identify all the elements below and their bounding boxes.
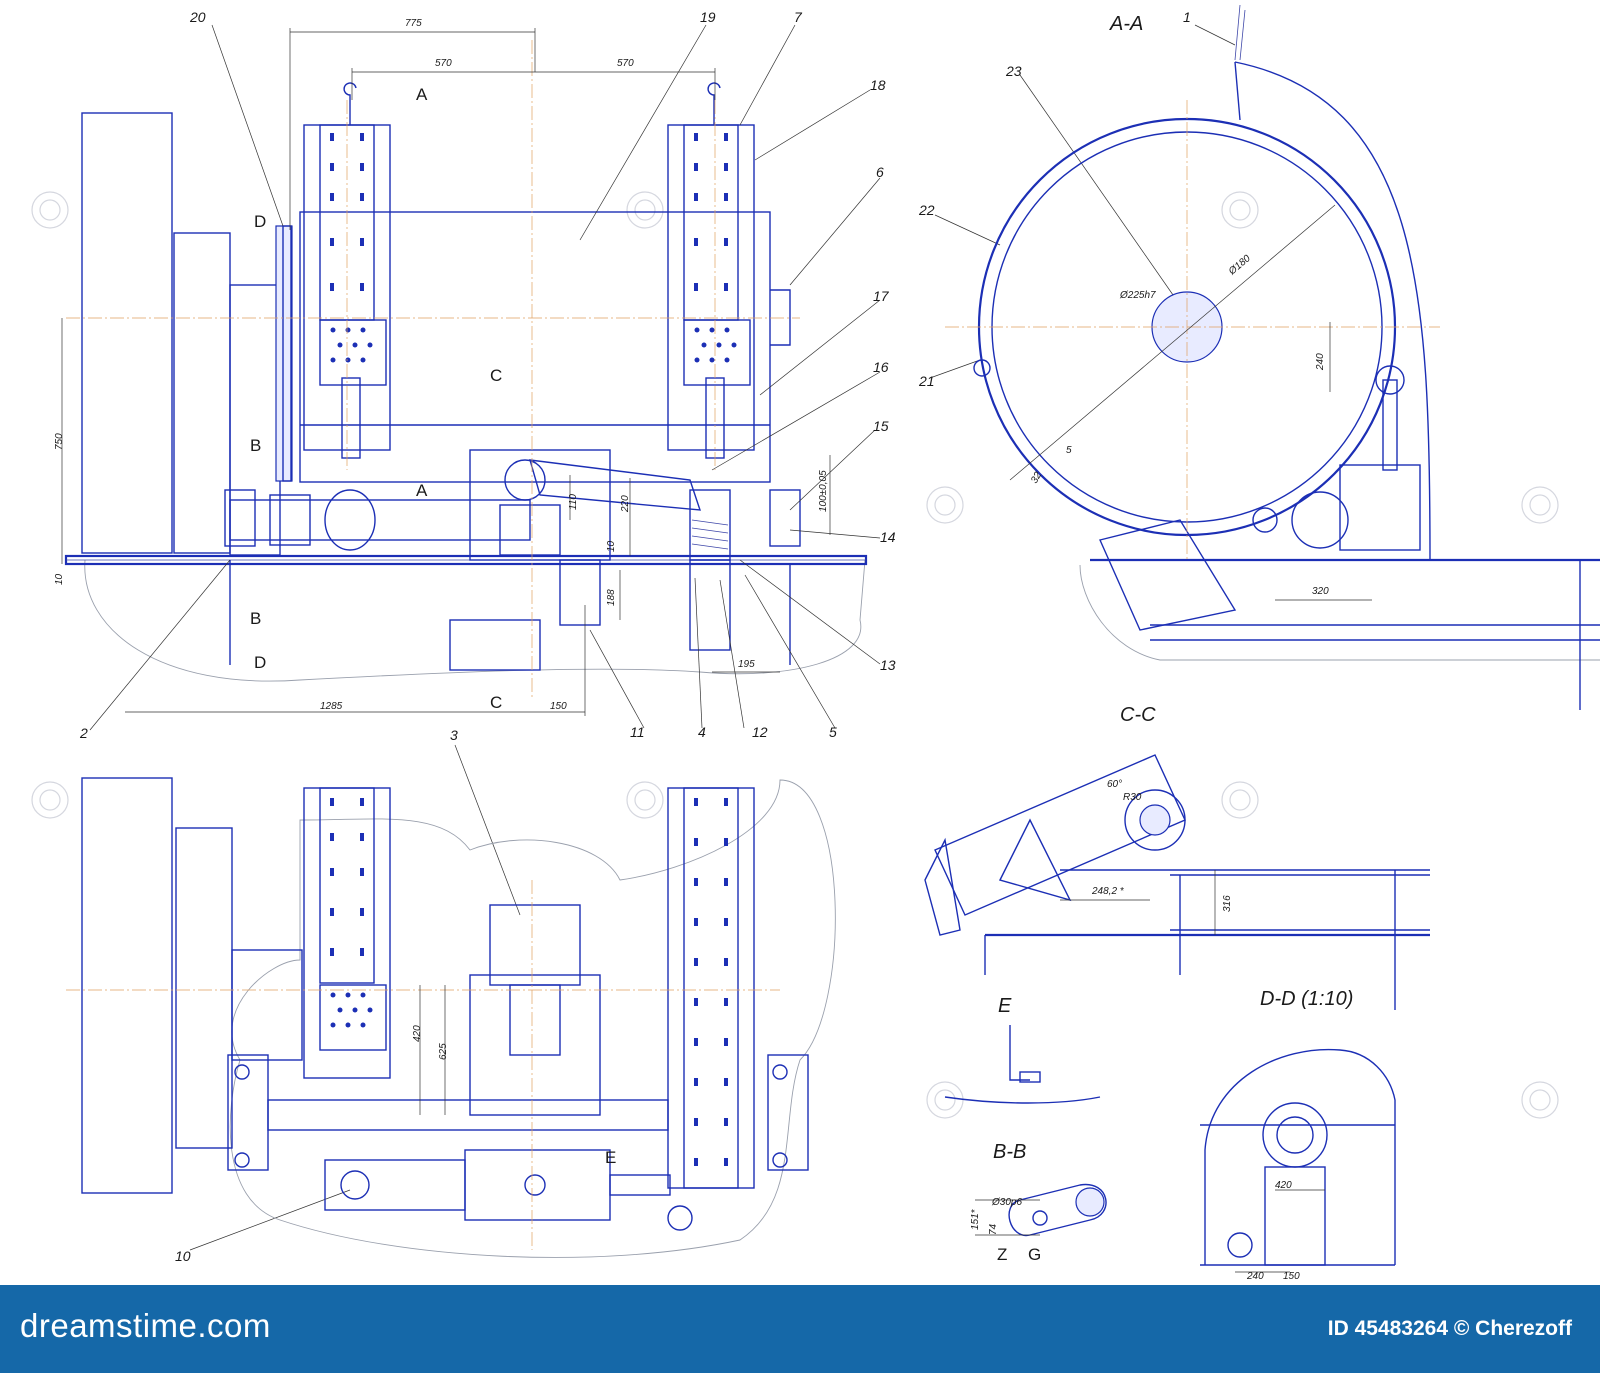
callout-23: 23 (1005, 63, 1022, 79)
callout-19: 19 (700, 9, 716, 25)
mark-d-top: D (254, 212, 266, 231)
callout-17: 17 (873, 288, 890, 304)
dim-32: 32 (1029, 470, 1044, 486)
mark-a-top: A (416, 85, 428, 104)
stock-id-credit: ID 45483264 © Cherezoff (1327, 1317, 1572, 1340)
top-view (66, 777, 836, 1258)
section-title-cc: C-C (1120, 704, 1156, 726)
dim-100-tol: 100±0,05 (818, 470, 829, 512)
callout-13: 13 (880, 657, 896, 673)
dim-775: 775 (405, 18, 422, 29)
mark-b-top: B (250, 436, 261, 455)
mark-c-bottom: C (490, 693, 502, 712)
dim-dd-150: 150 (1283, 1271, 1300, 1282)
dim-dd-420: 420 (1275, 1180, 1292, 1191)
dim-570-left: 570 (435, 58, 452, 69)
callout-4: 4 (698, 724, 706, 740)
callout-1: 1 (1183, 9, 1191, 25)
dim-60-deg: 60° (1107, 779, 1122, 790)
leader-lines (89, 24, 1236, 1251)
mark-a-mid: A (416, 481, 428, 500)
dim-bb-dia30: Ø30p6 (991, 1197, 1022, 1208)
dim-10-front: 10 (606, 540, 617, 552)
mark-b-bottom: B (250, 609, 261, 628)
section-aa (945, 4, 1600, 710)
brand-logo-text[interactable]: dreamstime.com (20, 1307, 271, 1344)
dim-bb-151: 151* (970, 1208, 981, 1230)
dim-r30: R30 (1123, 792, 1142, 803)
callout-11: 11 (630, 724, 645, 740)
callout-5: 5 (829, 724, 837, 740)
dim-5: 5 (1066, 445, 1072, 456)
callout-14: 14 (880, 529, 896, 545)
dim-10-left: 10 (54, 573, 65, 585)
mark-d-bottom: D (254, 653, 266, 672)
e-view (944, 1025, 1101, 1104)
dim-dd-240: 240 (1246, 1271, 1264, 1282)
dim-220: 220 (620, 495, 631, 513)
callout-12: 12 (752, 724, 768, 740)
callout-15: 15 (873, 418, 889, 434)
section-bb (975, 1183, 1107, 1236)
dim-150-front: 150 (550, 701, 567, 712)
section-title-aa: A-A (1109, 13, 1143, 35)
callout-16: 16 (873, 359, 889, 375)
front-dimensions (61, 28, 831, 716)
front-view (64, 40, 868, 700)
callout-10: 10 (175, 1248, 191, 1264)
callout-3: 3 (450, 727, 458, 743)
dim-248: 248,2 * (1091, 886, 1125, 897)
callout-20: 20 (189, 9, 206, 25)
callout-6: 6 (876, 164, 884, 180)
callout-22: 22 (918, 202, 935, 218)
dim-195: 195 (738, 659, 755, 670)
dim-bb-z: Z (997, 1245, 1007, 1264)
e-view-title: E (998, 995, 1012, 1017)
dim-bb-g: G (1028, 1245, 1041, 1264)
dim-316: 316 (1222, 895, 1233, 912)
dim-625-top: 625 (438, 1043, 449, 1060)
callout-18: 18 (870, 77, 886, 93)
dim-320: 320 (1312, 586, 1329, 597)
dim-240-aa: 240 (1315, 353, 1326, 371)
watermark-footer-bar: dreamstime.com ID 45483264 © Cherezoff (0, 1285, 1600, 1373)
dim-110: 110 (568, 494, 579, 510)
section-title-bb: B-B (993, 1141, 1026, 1163)
section-cc (924, 754, 1430, 1010)
section-dd (1200, 1048, 1396, 1273)
mark-e: E (605, 1148, 616, 1167)
engineering-drawing: A-A C-C D-D (1:10) B-B E A A D D B B C C… (31, 4, 1600, 1282)
callout-21: 21 (918, 373, 935, 389)
dim-1285: 1285 (320, 701, 343, 712)
dim-bb-74: 74 (988, 1223, 999, 1235)
callout-7: 7 (794, 9, 803, 25)
dim-570-right: 570 (617, 58, 634, 69)
callout-2: 2 (79, 725, 88, 741)
dim-bore: Ø225h7 (1119, 290, 1156, 301)
dim-420-top: 420 (412, 1025, 423, 1042)
dim-750: 750 (54, 433, 65, 450)
mark-c-top: C (490, 366, 502, 385)
dim-188: 188 (606, 589, 617, 606)
dim-dia-180: Ø180 (1226, 253, 1253, 278)
section-title-dd: D-D (1:10) (1260, 988, 1353, 1010)
